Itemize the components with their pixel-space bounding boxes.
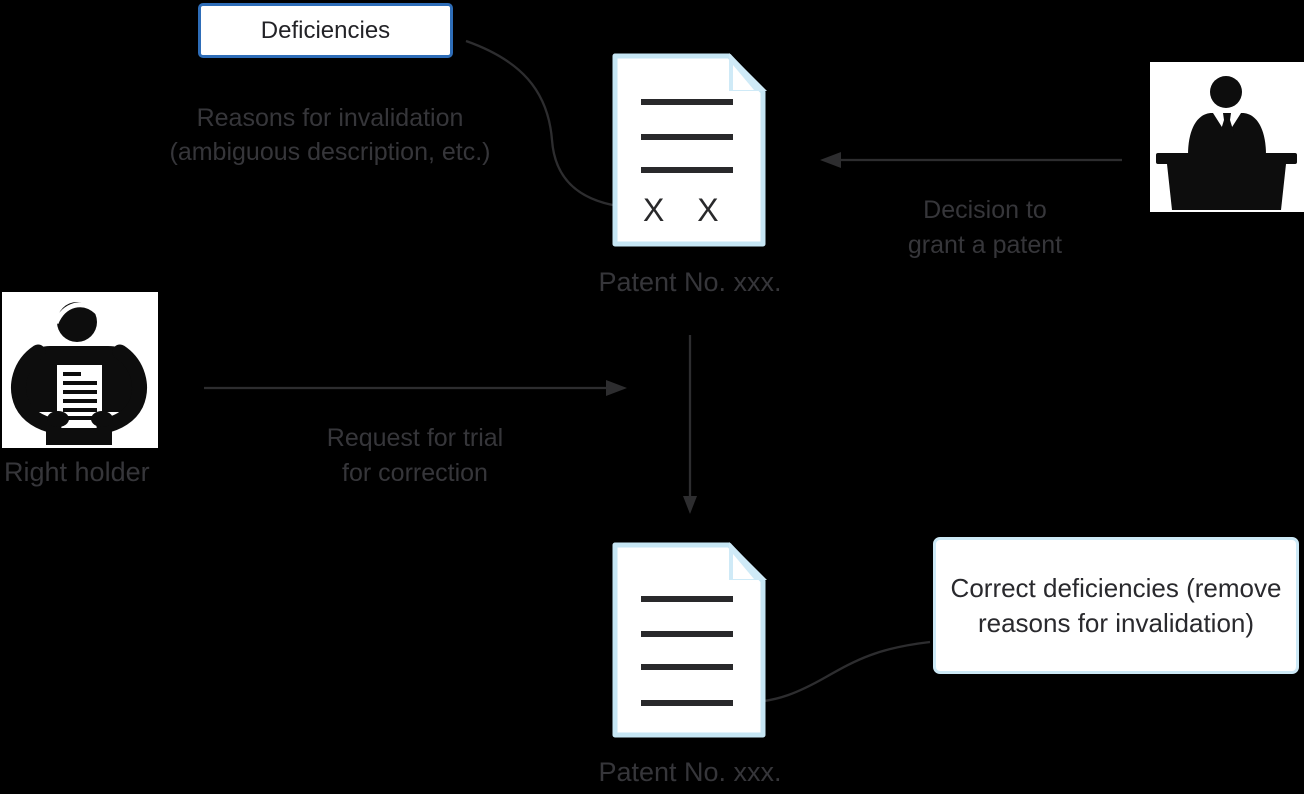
decision-arrowhead bbox=[820, 152, 841, 168]
correct-line-3: invalidation) bbox=[1115, 607, 1255, 638]
patent-number-label-top: Patent No. xxx. bbox=[598, 267, 782, 297]
corrected-patent-document-icon bbox=[612, 542, 767, 738]
correct-line-2: (remove reasons for bbox=[977, 572, 1282, 638]
right-holder-label: Right holder bbox=[4, 457, 150, 487]
decision-to-grant-label: Decision to grant a patent bbox=[880, 193, 1090, 263]
decision-line-2: grant a patent bbox=[907, 231, 1063, 259]
deficiency-x-marks: X X bbox=[643, 192, 731, 228]
deficiencies-callout-label: Deficiencies bbox=[260, 16, 391, 44]
correct-line-1: Correct deficiencies bbox=[950, 572, 1179, 603]
request-arrowhead bbox=[606, 380, 627, 396]
request-line-1: Request for trial bbox=[326, 424, 504, 452]
deficiency-pointer-curve bbox=[465, 39, 619, 208]
reasons-line-2: (ambiguous description, etc.) bbox=[169, 138, 491, 166]
person-holding-document-icon bbox=[2, 292, 158, 448]
patent-document-with-deficiencies-icon: X X bbox=[612, 53, 767, 247]
reasons-line-1: Reasons for invalidation bbox=[196, 104, 464, 132]
request-for-trial-label: Request for trial for correction bbox=[260, 421, 570, 491]
reasons-for-invalidation-label: Reasons for invalidation (ambiguous desc… bbox=[110, 101, 550, 169]
correct-deficiencies-callout: Correct deficiencies (remove reasons for… bbox=[933, 537, 1299, 674]
decision-line-1: Decision to bbox=[923, 196, 1047, 224]
request-line-2: for correction bbox=[342, 459, 488, 487]
correction-flow-arrowhead bbox=[683, 496, 697, 514]
deficiencies-callout: Deficiencies bbox=[198, 3, 453, 58]
examiner-at-desk-icon bbox=[1150, 62, 1304, 212]
patent-number-label-bottom: Patent No. xxx. bbox=[598, 757, 782, 787]
correction-pointer-curve bbox=[755, 640, 931, 704]
